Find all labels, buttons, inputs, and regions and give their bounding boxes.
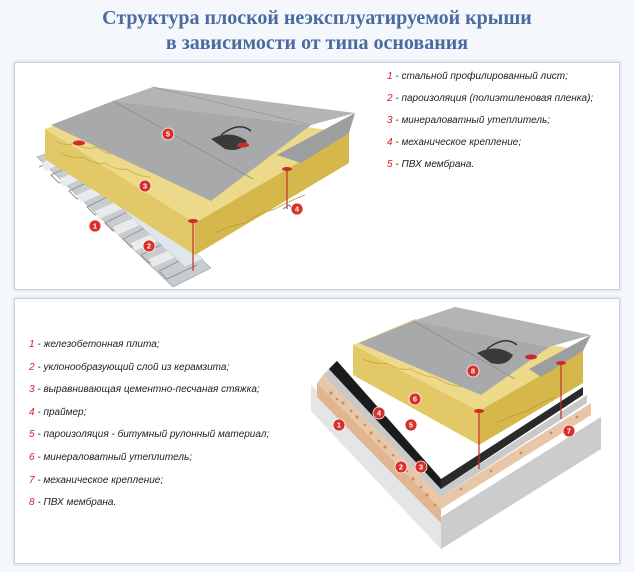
marker-3: 3 xyxy=(414,460,428,474)
legend-item: 5 - ПВХ мембрана. xyxy=(387,159,475,170)
legend-item: 2 - пароизоляция (полиэтиленовая пленка)… xyxy=(387,93,594,104)
marker-4: 4 xyxy=(290,202,304,216)
legend-item: 7 - механическое крепление; xyxy=(29,474,164,486)
legend-item: 3 - выравнивающая цементно-песчаная стяж… xyxy=(29,384,260,396)
legend-item: 6 - минераловатный утеплитель; xyxy=(29,451,193,463)
svg-text:5: 5 xyxy=(166,130,170,139)
bitumen-vapor-barrier xyxy=(329,361,583,489)
svg-text:3: 3 xyxy=(143,182,147,191)
legend-item: 4 - праймер; xyxy=(29,406,87,418)
panel-steel-deck: 1 2 3 4 5 1 - стальной профилированный л… xyxy=(14,62,620,290)
svg-text:7: 7 xyxy=(567,427,571,436)
mechanical-fasteners xyxy=(474,354,566,469)
title-line-2: в зависимости от типа основания xyxy=(165,32,469,54)
page-title: Структура плоской неэксплуатируемой крыш… xyxy=(0,6,634,56)
svg-text:5: 5 xyxy=(409,421,413,430)
legend-item: 1 - стальной профилированный лист; xyxy=(387,71,568,82)
legend-item: 1 - железобетонная плита; xyxy=(29,339,160,350)
panel-concrete-slab: 1 - железобетонная плита; 2 - уклонообра… xyxy=(14,298,620,564)
legend-item: 2 - уклонообразующий слой из керамзита; xyxy=(29,361,230,373)
svg-text:4: 4 xyxy=(377,409,382,418)
legend-item: 3 - минераловатный утеплитель; xyxy=(387,115,551,126)
marker-1: 1 xyxy=(332,418,346,432)
cement-sand-screed xyxy=(323,369,587,497)
svg-text:2: 2 xyxy=(399,463,403,472)
svg-text:1: 1 xyxy=(337,421,341,430)
marker-7: 7 xyxy=(562,424,576,438)
mechanical-fasteners xyxy=(73,140,294,271)
svg-text:2: 2 xyxy=(147,242,151,251)
marker-5: 5 xyxy=(404,418,418,432)
marker-3: 3 xyxy=(138,179,152,193)
svg-text:1: 1 xyxy=(93,222,97,231)
legend-concrete-slab: 1 - железобетонная плита; 2 - уклонообра… xyxy=(29,339,309,520)
svg-text:6: 6 xyxy=(413,395,417,404)
svg-text:8: 8 xyxy=(471,367,475,376)
legend-steel-deck: 1 - стальной профилированный лист; 2 - п… xyxy=(387,71,617,181)
steel-deck-roof-diagram: 1 2 3 4 5 xyxy=(36,86,355,288)
marker-5: 5 xyxy=(161,127,175,141)
marker-2: 2 xyxy=(394,460,408,474)
marker-2: 2 xyxy=(142,239,156,253)
svg-text:4: 4 xyxy=(295,205,300,214)
legend-item: 8 - ПВХ мембрана. xyxy=(29,497,117,509)
legend-item: 5 - пароизоляция - битумный рулонный мат… xyxy=(29,429,270,441)
pvc-membrane xyxy=(359,307,591,395)
claydite-slope-layer xyxy=(317,375,591,523)
pvc-membrane xyxy=(51,86,355,201)
concrete-slab-roof-diagram: 1 2 3 4 5 6 7 8 xyxy=(311,307,601,549)
marker-8: 8 xyxy=(466,364,480,378)
marker-6: 6 xyxy=(408,392,422,406)
marker-1: 1 xyxy=(88,219,102,233)
title-line-1: Структура плоской неэксплуатируемой крыш… xyxy=(102,7,532,29)
marker-4: 4 xyxy=(372,406,386,420)
svg-text:3: 3 xyxy=(419,463,423,472)
legend-item: 4 - механическое крепление; xyxy=(387,137,522,148)
